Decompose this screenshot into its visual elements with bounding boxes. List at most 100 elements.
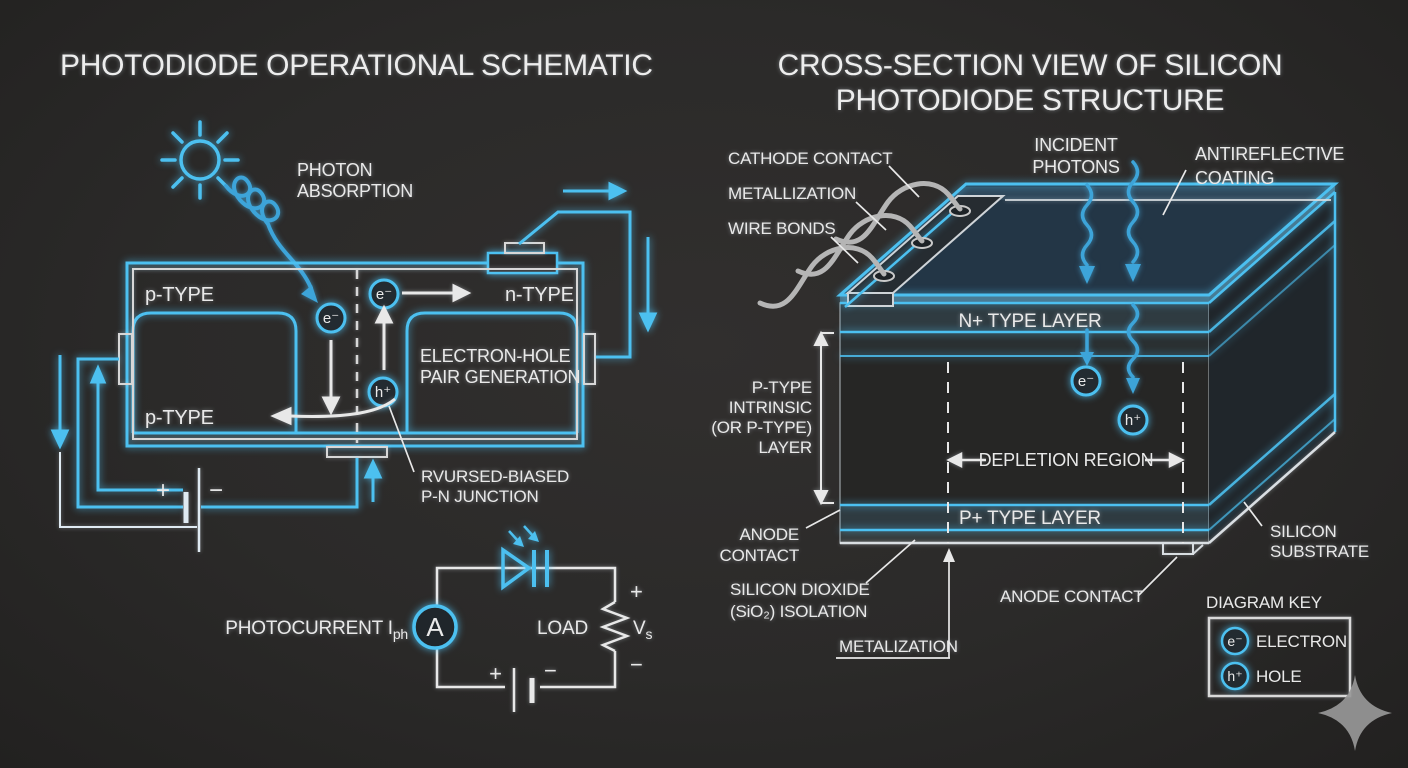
chip-hole-circle [1117,404,1149,436]
chip-electron-circle [1070,365,1102,397]
circuit-labels: PHOTOCURRENT Iph LOAD + Vs − + − [225,579,652,686]
svg-text:PAIR GENERATION: PAIR GENERATION [420,367,580,387]
svg-text:e⁻: e⁻ [1078,373,1094,390]
wire-bond-2 [795,213,925,277]
battery2-plus: + [489,661,502,686]
svg-text:PHOTONS: PHOTONS [1032,157,1119,177]
ammeter-label: A [426,612,444,642]
hole-left-curved-arrow [270,406,292,426]
photocurrent-label: PHOTOCURRENT Iph [225,618,408,642]
right-panel: CROSS-SECTION VIEW OF SILICON PHOTODIODE… [711,49,1392,751]
p-type-bottom-label: p-TYPE [145,407,214,429]
svg-text:SUBSTRATE: SUBSTRATE [1270,542,1369,561]
svg-text:h⁺: h⁺ [375,384,391,401]
sparkle-icon [1318,675,1392,751]
key-hole-icon [1220,661,1250,691]
silicon-dioxide-label: SILICON DIOXIDE [730,580,870,599]
chip-blue-edges [836,182,1339,532]
depletion-region: DEPLETION REGION [946,362,1185,543]
metalization-label: METALIZATION [839,637,958,656]
right-labels: CATHODE CONTACT METALLIZATION WIRE BONDS… [711,135,1369,656]
photon-wave-2 [1126,160,1140,264]
left-title: PHOTODIODE OPERATIONAL SCHEMATIC [60,49,653,82]
junction-callout: RVURSED-BIASED P-N JUNCTION [388,405,569,506]
vs-minus: − [630,652,643,677]
bias-circuit-wires [50,181,658,509]
bias-battery: + − [59,452,223,552]
left-panel: PHOTODIODE OPERATIONAL SCHEMATIC PHOTON … [50,49,658,712]
left-title-group: PHOTODIODE OPERATIONAL SCHEMATIC [60,49,653,82]
device-box: p-TYPE n-TYPE p-TYPE ELECTRON-HOLE PAIR … [118,242,596,458]
metallization-leader [855,201,887,231]
svg-text:ABSORPTION: ABSORPTION [297,181,413,201]
electron-down-arrow [321,396,341,416]
silicon-dioxide-leader [865,539,916,584]
carriers: e⁻ e⁻ h⁺ [315,278,400,408]
svg-text:CONTACT: CONTACT [720,546,800,565]
chip-white-edges [840,199,1336,555]
svg-text:INTRINSIC: INTRINSIC [729,398,812,417]
photon-squiggle-arrow [224,175,318,303]
leader-lines [805,165,1263,659]
silicon-substrate-label: SILICON [1270,522,1337,541]
load-resistor [599,600,631,653]
p-type-top-label: p-TYPE [145,284,214,306]
layer-labels: N+ TYPE LAYER P+ TYPE LAYER [959,311,1102,529]
svg-text:PHOTON: PHOTON [297,160,372,180]
wire-bond-3 [833,181,963,245]
anode-left-leader [805,509,841,529]
battery-minus: − [209,477,223,504]
svg-text:e⁻: e⁻ [1227,633,1242,649]
left-wire-inner [96,382,183,492]
cathode-leader [888,165,920,198]
right-contact [583,333,596,385]
left-wire-outer [76,357,183,509]
photon-wave-1 [1080,183,1094,267]
battery2-minus: − [544,658,557,683]
wire-bonds [757,181,963,309]
load-label: LOAD [537,618,588,639]
incident-photons-label: INCIDENT [1034,135,1118,155]
cathode-tab-cap [504,242,545,254]
svg-text:LAYER: LAYER [759,438,813,457]
diagram-key-title: DIAGRAM KEY [1206,593,1322,612]
metalization-arrowhead [943,548,955,562]
diagram-key-box [1207,616,1352,698]
substrate-leader [1243,501,1263,527]
battery-under-wire [59,452,197,528]
key-hole-label: HOLE [1256,667,1302,686]
svg-text:(SiO₂) ISOLATION: (SiO₂) ISOLATION [730,602,867,621]
electron-right-arrow [452,283,472,303]
inner-wire-arrowhead [89,364,107,384]
depletion-region-label: DEPLETION REGION [979,450,1154,470]
svg-text:e⁻: e⁻ [376,286,392,303]
bottom-contact [326,446,388,458]
anode-contact-left-label: ANODE [740,525,799,544]
hole-gen-wave [1126,303,1140,379]
svg-text:e⁻: e⁻ [323,310,339,327]
antireflective-leader [1162,169,1187,216]
svg-text:h⁺: h⁺ [1227,668,1242,684]
right-title-line1: CROSS-SECTION VIEW OF SILICON [778,49,1283,82]
vs-label: Vs [633,618,652,642]
ammeter: A [412,604,458,650]
electron-circle-1 [315,302,347,334]
photodiode-symbol [501,525,549,591]
right-title-group: CROSS-SECTION VIEW OF SILICON PHOTODIODE… [778,49,1283,117]
bottom-wire [201,458,359,509]
pair-generation-label: ELECTRON-HOLE [420,346,571,366]
wire-bonds-label: WIRE BONDS [728,219,836,238]
cathode-contact-label: CATHODE CONTACT [728,149,892,168]
p-intrinsic-bracket [813,330,834,506]
wire-bond-1 [757,245,887,309]
hole-up-arrow [374,304,394,324]
junction-leader-line [388,405,415,473]
key-electron-icon [1220,626,1250,656]
device-box-labels: p-TYPE n-TYPE p-TYPE ELECTRON-HOLE PAIR … [145,284,581,429]
right-wire [518,210,632,359]
n-type-label: n-TYPE [505,284,574,306]
vs-plus: + [630,579,643,604]
p-intrinsic-label: P-TYPE [752,378,812,397]
antireflective-label: ANTIREFLECTIVE [1195,144,1344,164]
